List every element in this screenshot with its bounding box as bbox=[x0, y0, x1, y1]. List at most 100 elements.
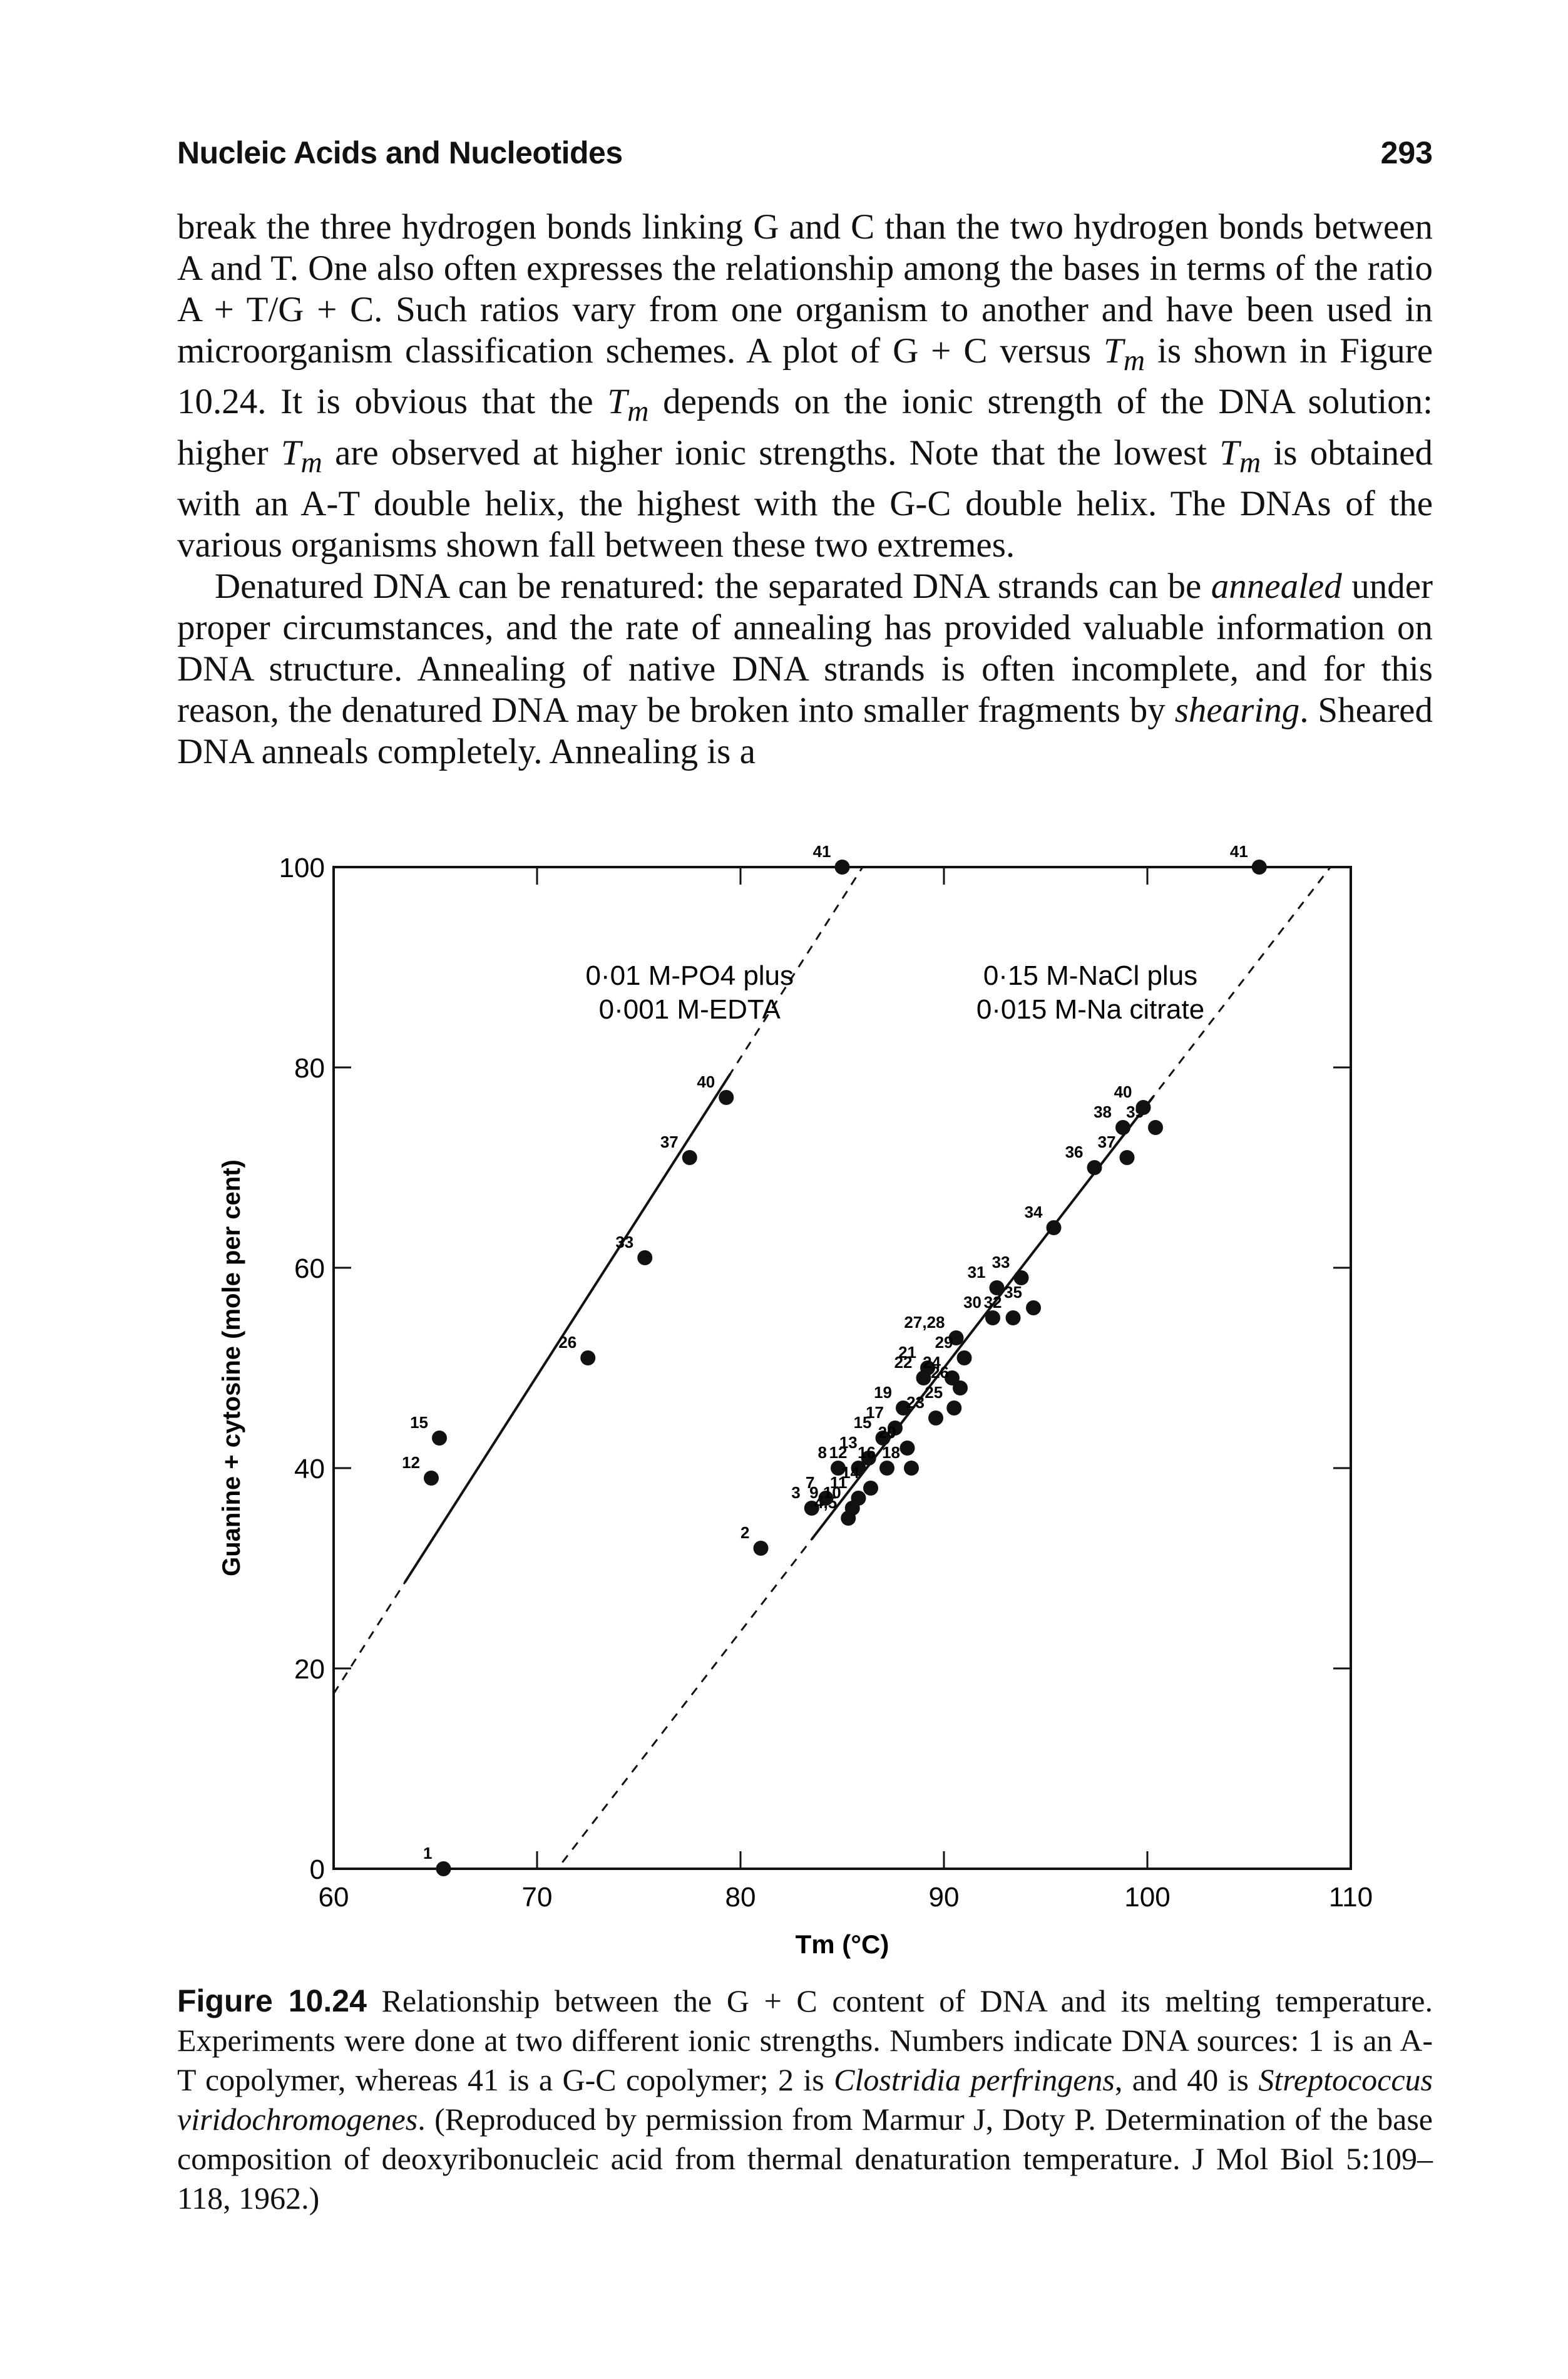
data-point-label: 3 bbox=[791, 1483, 800, 1502]
tm-symbol: T bbox=[607, 382, 628, 422]
data-point-label: 11 bbox=[830, 1473, 848, 1492]
y-tick-label: 40 bbox=[294, 1454, 325, 1484]
x-tick-label: 70 bbox=[522, 1882, 553, 1913]
species-name: Clostridia perfringens bbox=[834, 2062, 1115, 2097]
tm-subscript: m bbox=[627, 395, 649, 428]
data-point bbox=[1135, 1100, 1151, 1115]
data-point bbox=[1251, 860, 1267, 875]
data-point-label: 9,10 bbox=[809, 1483, 841, 1502]
data-point bbox=[1148, 1120, 1163, 1135]
data-point bbox=[831, 1461, 846, 1476]
data-point bbox=[945, 1370, 960, 1385]
data-point-label: 14 bbox=[841, 1463, 859, 1482]
data-point bbox=[956, 1350, 972, 1365]
data-point-label: 12 bbox=[402, 1453, 420, 1472]
data-point-label: 33 bbox=[615, 1233, 633, 1251]
body-text: break the three hydrogen bonds linking G… bbox=[177, 207, 1433, 773]
x-tick-label: 100 bbox=[1124, 1882, 1170, 1913]
tm-subscript: m bbox=[1239, 446, 1261, 480]
data-point-label: 22 bbox=[894, 1353, 913, 1372]
data-point-label: 24 bbox=[923, 1353, 941, 1372]
data-point-label: 8 bbox=[818, 1443, 827, 1462]
series-2: 234,5789,1011121314151617181920212223242… bbox=[556, 842, 1332, 1869]
text-run: Denatured DNA can be renatured: the sepa… bbox=[215, 567, 1211, 607]
data-point bbox=[1046, 1220, 1062, 1235]
emphasis-annealed: annealed bbox=[1211, 567, 1342, 607]
tm-symbol: T bbox=[1104, 331, 1124, 371]
data-point bbox=[948, 1330, 964, 1345]
data-point-label: 30 bbox=[963, 1293, 981, 1312]
condition-label-line1: 0·01 M-PO4 plus bbox=[585, 960, 794, 991]
data-point bbox=[916, 1370, 931, 1385]
data-point-label: 32 bbox=[984, 1293, 1002, 1312]
page-header: Nucleic Acids and Nucleotides 293 bbox=[177, 135, 1433, 178]
data-point-label: 13 bbox=[839, 1433, 858, 1452]
data-point bbox=[899, 1441, 915, 1456]
data-point bbox=[888, 1421, 903, 1436]
data-point-label: 37 bbox=[1098, 1133, 1116, 1151]
data-point-label: 35 bbox=[1004, 1283, 1022, 1302]
text-run: break the three hydrogen bonds linking G… bbox=[177, 207, 1433, 371]
text-run: are observed at higher ionic strengths. … bbox=[322, 433, 1220, 473]
text-run: under proper circumstances, and the rate… bbox=[177, 567, 1433, 731]
running-head: Nucleic Acids and Nucleotides bbox=[177, 135, 623, 170]
data-point bbox=[989, 1280, 1005, 1295]
page-number: 293 bbox=[1380, 135, 1433, 170]
y-tick-label: 100 bbox=[279, 853, 325, 883]
y-tick-label: 0 bbox=[310, 1854, 325, 1885]
data-point bbox=[424, 1471, 439, 1486]
text-run: depends on the ionic strength of the DNA… bbox=[177, 382, 1433, 473]
data-point-label: 27,28 bbox=[904, 1313, 945, 1332]
data-point bbox=[1013, 1270, 1029, 1285]
y-tick-label: 80 bbox=[294, 1053, 325, 1084]
data-point bbox=[928, 1410, 943, 1426]
data-point bbox=[432, 1431, 447, 1446]
caption-text: . (Reproduced by permission from Marmur … bbox=[177, 2102, 1433, 2216]
caption-text: Relationship between the G + C content o… bbox=[177, 1983, 1433, 2097]
species-name: Streptococcus viridochromogenes bbox=[177, 2062, 1433, 2137]
data-point-label: 38 bbox=[1094, 1102, 1112, 1121]
data-point bbox=[896, 1400, 911, 1416]
figure-label: Figure 10.24 bbox=[177, 1983, 367, 2018]
data-point-label: 37 bbox=[660, 1133, 679, 1151]
data-point bbox=[1005, 1310, 1021, 1325]
tm-subscript: m bbox=[300, 446, 322, 480]
data-point-label: 17 bbox=[866, 1403, 884, 1422]
data-point bbox=[879, 1461, 894, 1476]
data-point bbox=[1026, 1300, 1041, 1315]
data-point bbox=[851, 1491, 866, 1506]
y-tick-label: 20 bbox=[294, 1654, 325, 1685]
data-point bbox=[1119, 1150, 1135, 1165]
data-point-label: 16 bbox=[858, 1443, 876, 1462]
y-tick-label: 60 bbox=[294, 1253, 325, 1284]
x-tick-label: 90 bbox=[929, 1882, 960, 1913]
data-point bbox=[753, 1541, 769, 1556]
data-point bbox=[904, 1461, 919, 1476]
figure-caption: Figure 10.24 Relationship between the G … bbox=[177, 1981, 1433, 2218]
condition-label-line1: 0·15 M-NaCl plus bbox=[983, 960, 1197, 991]
data-point-label: 12 bbox=[829, 1443, 848, 1462]
data-point bbox=[1115, 1120, 1130, 1135]
data-point bbox=[985, 1310, 1000, 1325]
data-point bbox=[1087, 1160, 1102, 1175]
data-point-label: 15 bbox=[410, 1413, 428, 1432]
data-point bbox=[863, 1481, 878, 1496]
data-point bbox=[804, 1501, 819, 1516]
data-point-label: 41 bbox=[1230, 842, 1248, 861]
data-point bbox=[637, 1250, 653, 1265]
tm-symbol: T bbox=[280, 433, 301, 473]
fit-line-dashed bbox=[334, 867, 864, 1695]
data-point-label: 19 bbox=[874, 1383, 892, 1402]
text-run: is shown in Figure 10.24. It is obvious … bbox=[177, 331, 1433, 422]
data-point-label: 31 bbox=[968, 1263, 986, 1282]
data-point-label: 40 bbox=[1114, 1082, 1132, 1101]
paragraph-1: break the three hydrogen bonds linking G… bbox=[177, 207, 1433, 566]
data-point bbox=[580, 1350, 596, 1365]
fit-line-solid bbox=[404, 1073, 732, 1583]
data-point-label: 18 bbox=[882, 1443, 900, 1462]
data-point bbox=[834, 860, 850, 875]
text-run: is obtained with an A-T double helix, th… bbox=[177, 433, 1433, 565]
data-point bbox=[875, 1431, 891, 1446]
